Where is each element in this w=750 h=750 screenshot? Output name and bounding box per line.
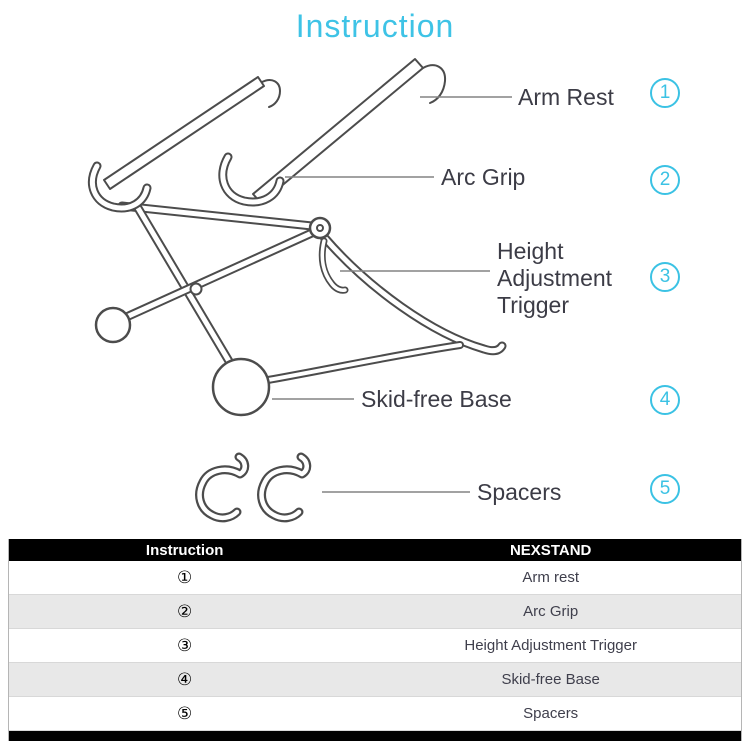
label-spacers: Spacers xyxy=(477,479,562,505)
laptop-stand-drawing xyxy=(88,58,507,417)
callout-5: 5 xyxy=(650,474,680,504)
row-part: Height Adjustment Trigger xyxy=(464,637,637,654)
table-footer-bar xyxy=(9,731,741,741)
callout-3: 3 xyxy=(650,262,680,292)
label-arm-rest: Arm Rest xyxy=(518,84,614,110)
page-title: Instruction xyxy=(295,8,455,44)
row-part: Spacers xyxy=(523,705,579,722)
row-number: ① xyxy=(177,567,193,587)
row-number: ② xyxy=(177,601,193,621)
row-number: ③ xyxy=(177,635,193,655)
row-number: ⑤ xyxy=(177,703,193,723)
label-arc-grip: Arc Grip xyxy=(441,164,526,190)
label-skid-free-base: Skid-free Base xyxy=(361,386,512,412)
spacers-drawing xyxy=(195,452,312,523)
label-height-adjustment-trigger: Height Adjustment Trigger xyxy=(497,238,613,318)
table-header-nexstand: NEXSTAND xyxy=(509,541,592,559)
row-number: ④ xyxy=(177,669,193,689)
callout-2: 2 xyxy=(650,165,680,195)
row-part: Skid-free Base xyxy=(501,671,600,688)
table-header-row: Instruction NEXSTAND xyxy=(9,539,741,561)
table-row: ① Arm rest xyxy=(9,561,741,595)
callout-4: 4 xyxy=(650,385,680,415)
row-part: Arm rest xyxy=(522,569,579,586)
parts-table: Instruction NEXSTAND ① Arm rest ② Arc Gr… xyxy=(8,539,742,741)
row-part: Arc Grip xyxy=(523,603,579,620)
leader-lines xyxy=(272,96,512,493)
table-header-instruction: Instruction xyxy=(145,541,224,559)
callout-1: 1 xyxy=(650,78,680,108)
table-row: ⑤ Spacers xyxy=(9,697,741,731)
table-row: ③ Height Adjustment Trigger xyxy=(9,629,741,663)
table-row: ④ Skid-free Base xyxy=(9,663,741,697)
table-row: ② Arc Grip xyxy=(9,595,741,629)
